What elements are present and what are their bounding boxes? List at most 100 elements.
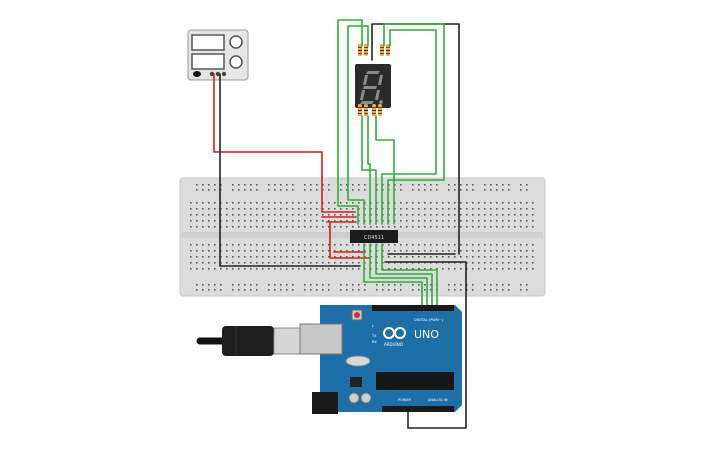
breadboard-hole [418, 284, 420, 286]
segment-a [366, 71, 380, 74]
breadboard-hole [520, 262, 522, 264]
breadboard-hole [430, 284, 432, 286]
segment-b [378, 75, 383, 85]
breadboard-hole [376, 289, 378, 291]
breadboard-hole [490, 208, 492, 210]
breadboard-hole [502, 256, 504, 258]
breadboard-hole [532, 220, 534, 222]
breadboard-hole [448, 226, 450, 228]
breadboard-hole [484, 284, 486, 286]
breadboard-hole [250, 284, 252, 286]
breadboard-hole [244, 244, 246, 246]
breadboard-hole [304, 220, 306, 222]
breadboard-hole [496, 226, 498, 228]
breadboard-hole [412, 250, 414, 252]
breadboard-hole [526, 262, 528, 264]
wire-green-d4 [381, 243, 438, 307]
resistor-band [386, 50, 390, 51]
breadboard-hole [502, 208, 504, 210]
breadboard-hole [250, 250, 252, 252]
breadboard-hole [316, 226, 318, 228]
wire-green-d1 [363, 243, 423, 307]
breadboard-hole [334, 226, 336, 228]
power-supply [187, 29, 249, 81]
breadboard-hole [508, 262, 510, 264]
breadboard-hole [304, 184, 306, 186]
breadboard-hole [190, 250, 192, 252]
arduino-model: UNO [414, 328, 439, 341]
breadboard-hole [250, 189, 252, 191]
breadboard-hole [328, 184, 330, 186]
breadboard-hole [208, 250, 210, 252]
breadboard-hole [388, 268, 390, 270]
breadboard-hole [424, 220, 426, 222]
breadboard-hole [196, 220, 198, 222]
breadboard-hole [508, 202, 510, 204]
breadboard-hole [466, 189, 468, 191]
breadboard-hole [508, 244, 510, 246]
breadboard-hole [196, 289, 198, 291]
breadboard-hole [316, 208, 318, 210]
wire-power-red [213, 73, 356, 213]
breadboard-hole [412, 289, 414, 291]
breadboard-hole [364, 189, 366, 191]
breadboard-hole [532, 202, 534, 204]
breadboard-hole [502, 226, 504, 228]
resistor-band [358, 107, 362, 108]
breadboard-hole [400, 284, 402, 286]
breadboard-hole [346, 244, 348, 246]
breadboard-hole [286, 214, 288, 216]
breadboard-hole [346, 250, 348, 252]
breadboard-hole [250, 256, 252, 258]
breadboard-hole [220, 284, 222, 286]
breadboard-hole [400, 220, 402, 222]
arduino-logo [383, 327, 406, 339]
arduino-reset-cap [354, 312, 360, 318]
breadboard-hole [214, 220, 216, 222]
breadboard-hole [442, 226, 444, 228]
breadboard-hole [304, 262, 306, 264]
breadboard-hole [316, 250, 318, 252]
breadboard-hole [502, 202, 504, 204]
power-supply-knob-top [229, 35, 243, 49]
breadboard-hole [196, 208, 198, 210]
breadboard-hole [190, 208, 192, 210]
breadboard-hole [298, 208, 300, 210]
breadboard-hole [256, 208, 258, 210]
breadboard-hole [532, 214, 534, 216]
breadboard-hole [340, 226, 342, 228]
breadboard-hole [466, 202, 468, 204]
breadboard-hole [244, 250, 246, 252]
breadboard-hole [232, 268, 234, 270]
breadboard-hole [382, 226, 384, 228]
breadboard-hole [304, 189, 306, 191]
breadboard-hole [346, 284, 348, 286]
chip-body [350, 230, 398, 243]
breadboard-hole [286, 226, 288, 228]
resistor-band [358, 47, 362, 48]
breadboard-hole [280, 244, 282, 246]
breadboard-hole [406, 214, 408, 216]
breadboard-hole [526, 208, 528, 210]
breadboard-hole [310, 189, 312, 191]
breadboard-hole [400, 256, 402, 258]
breadboard-hole [268, 184, 270, 186]
wire-green-4 [381, 29, 437, 225]
breadboard-hole [292, 226, 294, 228]
breadboard-hole [286, 184, 288, 186]
breadboard-hole [412, 208, 414, 210]
breadboard-hole [256, 262, 258, 264]
breadboard-hole [256, 244, 258, 246]
breadboard-hole [412, 284, 414, 286]
breadboard-hole [310, 256, 312, 258]
breadboard-hole [334, 262, 336, 264]
breadboard-hole [250, 184, 252, 186]
breadboard-hole [274, 202, 276, 204]
breadboard-hole [490, 262, 492, 264]
breadboard-hole [430, 226, 432, 228]
breadboard-hole [472, 226, 474, 228]
breadboard-hole [274, 289, 276, 291]
breadboard-hole [418, 189, 420, 191]
breadboard-hole [508, 208, 510, 210]
breadboard-hole [490, 284, 492, 286]
